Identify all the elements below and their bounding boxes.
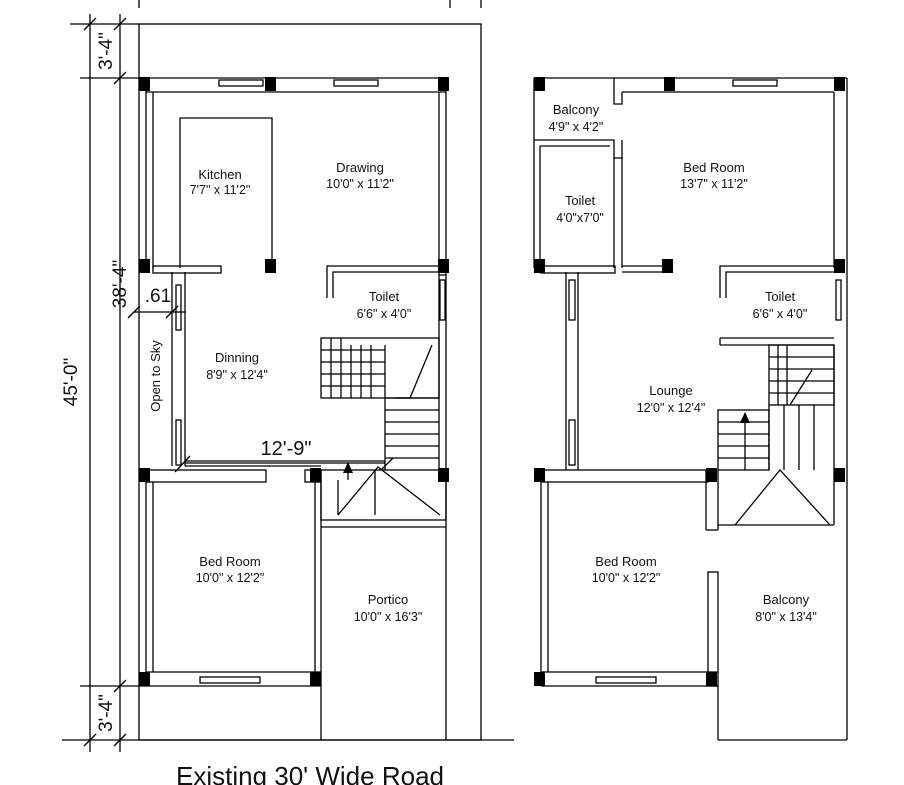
room-size: 13'7" x 11'2"	[680, 177, 748, 191]
room-name: Balcony	[763, 592, 810, 607]
room-name: Bed Room	[595, 554, 656, 569]
wall	[707, 571, 719, 687]
balcony-wall	[534, 139, 623, 159]
window	[835, 279, 842, 321]
staircase	[705, 344, 835, 531]
room-size: 4'9" x 4'2"	[549, 120, 604, 134]
room-size: 10'0" x 12'2"	[592, 571, 661, 585]
room-size: 8'0" x 13'4"	[755, 610, 817, 624]
window	[333, 79, 379, 87]
overall-length-dimension: 45'-0"	[61, 358, 82, 406]
room-name: Dinning	[215, 350, 259, 365]
room-size: 10'0" x 12'2"	[196, 571, 265, 585]
dimension-lines: 45'-0" 3'-4" 38'-4" 3'-4" .61	[61, 14, 514, 752]
room-name: Bed Room	[683, 160, 744, 175]
balcony-wall	[613, 78, 623, 105]
room-size: 6'6" x 4'0"	[357, 307, 412, 321]
room-name: Toilet	[565, 193, 596, 208]
room-name: Balcony	[553, 102, 600, 117]
room-name: Portico	[368, 592, 408, 607]
window	[439, 279, 446, 321]
wall	[145, 469, 267, 483]
room-name: Kitchen	[198, 167, 241, 182]
window	[568, 419, 576, 466]
room-size: 10'0" x 16'3"	[354, 610, 423, 624]
room-size: 4'0"x7'0"	[556, 211, 604, 225]
toilet-wall	[719, 265, 834, 298]
room-size: 10'0" x 11'2"	[326, 177, 394, 191]
stair-up-arrow-icon	[343, 462, 353, 473]
room-size: 7'7" x 11'2"	[190, 183, 251, 197]
window	[568, 279, 576, 321]
stair-up-arrow-icon	[740, 412, 750, 423]
kitchen-partition	[179, 117, 273, 268]
staircase	[320, 337, 447, 521]
wall	[540, 469, 709, 483]
dim-tick	[174, 455, 191, 473]
interior-width-dimension: 12'-9"	[261, 438, 312, 460]
offset-dimension: .61	[145, 286, 171, 307]
bottom-setback-dimension: 3'-4"	[96, 694, 117, 732]
room-name: Drawing	[336, 160, 384, 175]
window	[175, 419, 182, 466]
toilet-wall	[725, 271, 834, 298]
room-name: Toilet	[369, 289, 400, 304]
room-size: 8'9" x 12'4"	[206, 368, 268, 382]
top-setback-dimension: 3'-4"	[96, 32, 117, 70]
plot-boundary	[138, 23, 482, 741]
toilet-wall	[332, 271, 439, 298]
open-to-sky-label: Open to Sky	[148, 340, 163, 412]
wall	[540, 265, 616, 274]
room-name: Lounge	[649, 383, 692, 398]
window	[595, 676, 657, 684]
room-size: 6'6" x 4'0"	[753, 307, 808, 321]
room-name: Bed Room	[199, 554, 260, 569]
road-label: Existing 30' Wide Road	[176, 761, 444, 785]
toilet-wall	[326, 265, 439, 298]
window	[199, 676, 261, 684]
window	[218, 79, 264, 87]
room-size: 12'0" x 12'4"	[637, 401, 706, 415]
first-floor-plan: Balcony 4'9" x 4'2" Bed Room 13'7" x 11'…	[533, 77, 848, 741]
room-name: Toilet	[765, 289, 796, 304]
columns	[139, 77, 449, 686]
columns	[534, 77, 845, 686]
ground-floor-plan: Kitchen 7'7" x 11'2" Drawing 10'0" x 11'…	[138, 0, 482, 741]
wall	[152, 265, 222, 274]
window	[732, 79, 778, 87]
middle-dimension: 38'-4"	[110, 260, 131, 308]
